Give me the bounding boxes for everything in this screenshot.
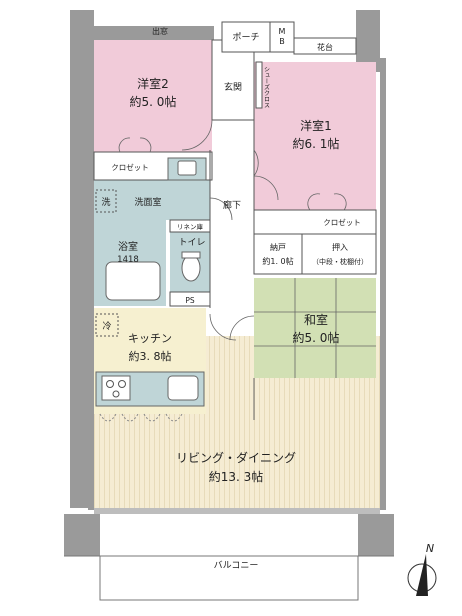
size-living-dining: 約13. 3帖 <box>209 469 264 484</box>
label-washer: 洗 <box>101 196 110 208</box>
toilet-icon <box>181 254 201 282</box>
bathtub-icon <box>105 261 161 301</box>
room-tatami <box>254 278 376 378</box>
balcony-area <box>99 555 359 601</box>
label-oshiire: 押入 <box>332 242 348 252</box>
label-oshiire-note: （中段・枕棚付） <box>312 257 368 266</box>
room-western-2 <box>94 40 212 152</box>
label-bathroom: 浴室 <box>118 240 138 253</box>
label-fridge: 冷 <box>102 320 111 332</box>
label-living-dining: リビング・ダイニング <box>176 450 296 465</box>
washer-box <box>95 189 117 213</box>
label-storage-room: 納戸 <box>270 242 286 252</box>
size-storage-room: 約1. 0帖 <box>262 256 293 266</box>
label-western-1: 洋室1 <box>300 118 332 133</box>
size-bathroom: 1418 <box>117 255 139 265</box>
internal-walls <box>93 21 377 308</box>
label-kitchen: キッチン <box>128 332 172 345</box>
label-closet-left: クロゼット <box>111 162 149 172</box>
label-hallway: 廊下 <box>223 199 241 211</box>
label-pipe-space: PS <box>185 296 195 305</box>
size-kitchen: 約3. 8帖 <box>129 349 172 363</box>
door-swings <box>118 119 347 341</box>
label-toilet: トイレ <box>178 238 205 248</box>
label-balcony: バルコニー <box>214 560 259 571</box>
label-flower-stand: 花台 <box>317 42 333 52</box>
label-entrance: 玄関 <box>224 81 242 93</box>
label-closet-right: クロゼット <box>323 217 361 227</box>
label-porch: ポーチ <box>232 32 259 43</box>
label-shoe-closet: シューズクロス <box>263 66 270 108</box>
label-western-2: 洋室2 <box>137 76 169 91</box>
north-arrow-icon <box>407 554 437 596</box>
tatami-lines <box>254 278 376 378</box>
label-tatami-room: 和室 <box>304 312 328 327</box>
kitchen-sink-icon <box>167 375 199 401</box>
room-western-1 <box>254 62 376 210</box>
size-western-2: 約5. 0帖 <box>130 94 177 109</box>
label-north: N <box>426 542 434 555</box>
fridge-box <box>95 313 119 337</box>
label-washroom: 洗面室 <box>134 196 161 208</box>
stove-icon <box>101 375 131 401</box>
room-washroom <box>94 180 210 220</box>
size-western-1: 約6. 1帖 <box>293 136 340 151</box>
label-linen-closet: リネン庫 <box>177 222 204 231</box>
structure-walls <box>64 10 394 556</box>
label-bay-window: 出窓 <box>152 26 168 36</box>
size-tatami-room: 約5. 0帖 <box>293 330 340 345</box>
label-shoe-closet-text: シューズクロス <box>263 66 270 108</box>
